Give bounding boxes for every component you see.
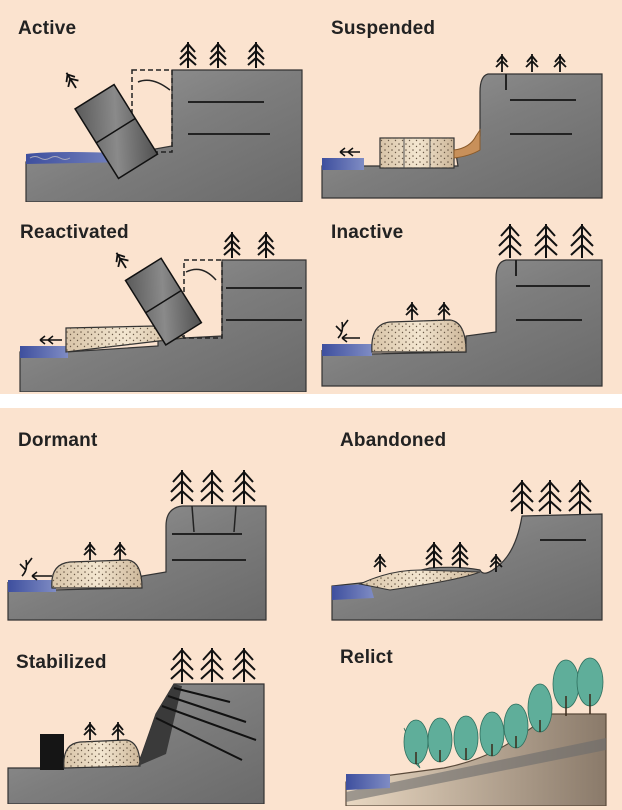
- label-dormant: Dormant: [18, 430, 98, 452]
- retaining-wall: [40, 734, 64, 770]
- label-active: Active: [18, 18, 76, 40]
- reactivated-diagram: [16, 228, 310, 392]
- stabilized-diagram: [6, 644, 268, 804]
- dormant-diagram: [6, 462, 270, 622]
- active-diagram: [20, 38, 310, 202]
- label-suspended: Suspended: [331, 18, 435, 40]
- label-abandoned: Abandoned: [340, 430, 446, 452]
- relict-diagram: [344, 656, 610, 806]
- inactive-diagram: [320, 220, 610, 390]
- suspended-diagram: [320, 40, 610, 200]
- abandoned-diagram: [330, 462, 606, 622]
